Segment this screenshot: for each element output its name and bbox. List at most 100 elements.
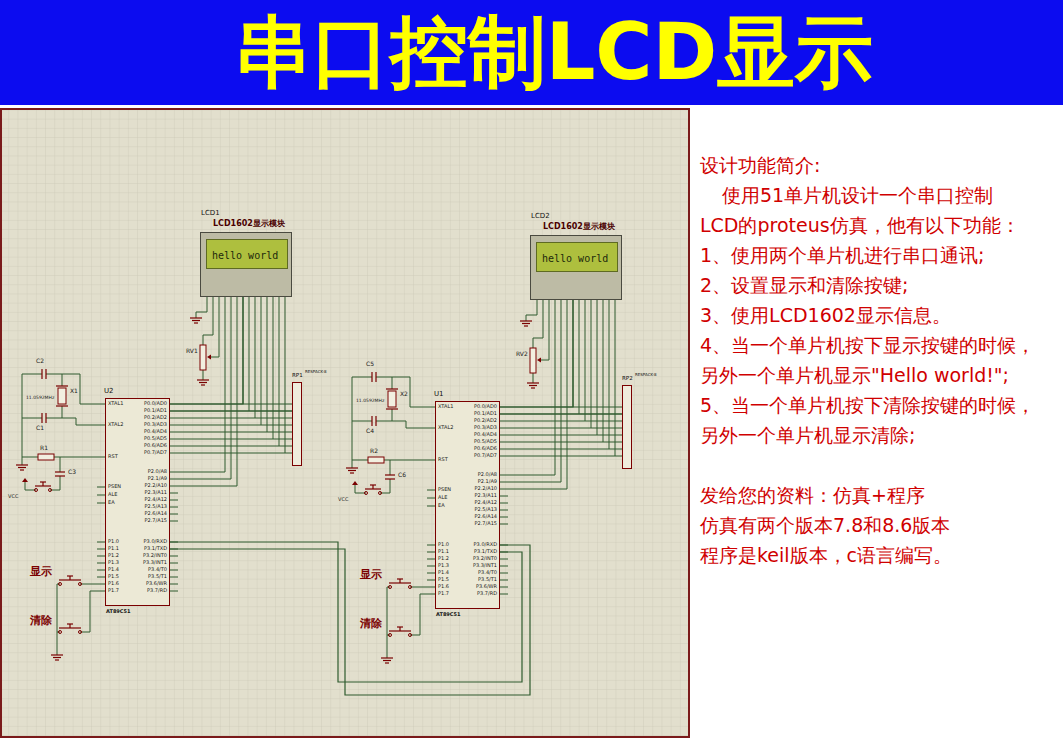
pin-name: P2.7/A15 [145, 518, 167, 524]
button-contact [389, 634, 392, 637]
wire [261, 303, 262, 425]
part-name: U2 [104, 387, 114, 395]
wire [392, 409, 393, 421]
wire [97, 570, 105, 571]
power-arrow [22, 478, 28, 482]
part-name: U1 [434, 390, 444, 398]
wire [387, 587, 390, 658]
capacitor-symbol [55, 471, 65, 472]
crystal-frequency: 11.0592MHz [26, 395, 54, 400]
wire [170, 410, 292, 411]
resistor-symbol [38, 454, 54, 460]
wire [500, 566, 508, 567]
capacitor-symbol [45, 369, 46, 379]
potentiometer-symbol [530, 348, 536, 373]
pin-name: P0.1/AD1 [144, 408, 167, 414]
wire [22, 374, 42, 465]
description-line: 5、当一个单片机按下清除按键的时候， [700, 395, 1035, 417]
pin-name: P2.0/A8 [148, 469, 167, 475]
wire [500, 300, 573, 407]
button-symbol [67, 623, 73, 624]
pin-name: P2.5/A13 [475, 507, 497, 513]
pin-name: P0.5/AD5 [144, 436, 167, 442]
description-line: 3、使用LCD1602显示信息。 [700, 305, 951, 327]
wire [97, 487, 105, 488]
wire [355, 485, 366, 493]
wire [500, 580, 508, 581]
wire [231, 297, 232, 303]
wire [427, 460, 435, 461]
ground-symbol [199, 382, 207, 383]
resistor-pack: RP1RESPACK-8 [292, 382, 302, 466]
wire [555, 300, 556, 306]
pin-name: P0.4/AD4 [144, 429, 167, 435]
wire [427, 587, 435, 588]
wire [80, 584, 97, 585]
pin-name: P3.2/INT0 [473, 556, 497, 562]
wire [178, 418, 292, 419]
pin-name: P1.0 [108, 539, 119, 545]
wire [427, 498, 435, 499]
button-contact [365, 492, 368, 495]
pin-name: P2.7/A15 [475, 521, 497, 527]
wire [97, 584, 105, 585]
wire [533, 373, 534, 383]
description-line: 仿真有两个版本7.8和8.6版本 [700, 515, 950, 537]
capacitor-symbol [41, 413, 42, 423]
wire [597, 300, 598, 306]
wire [427, 545, 435, 546]
wire [352, 377, 372, 468]
pin-name: P0.2/AD2 [474, 418, 497, 424]
pin-name: P3.6/WR [146, 581, 167, 587]
button-label: 清除 [360, 618, 382, 631]
wire [249, 303, 250, 411]
pin-name: P1.3 [438, 563, 449, 569]
pin-name: P1.2 [108, 553, 119, 559]
pin-name: P3.7/RD [147, 588, 167, 594]
pin-name: P3.4/T0 [478, 570, 497, 576]
lcd-module: LCD1LCD1602显示模块hello world [200, 232, 292, 297]
pin-name: XTAL2 [438, 425, 453, 431]
ground-symbol [197, 379, 209, 380]
ground-symbol [194, 322, 198, 323]
description-line: 另外一个单片机显示"Hello world!"; [700, 365, 1009, 387]
pin-name: P2.3/A11 [145, 490, 167, 496]
wire [97, 457, 105, 458]
button-contact [35, 489, 38, 492]
pin-name: P0.0/AD0 [144, 401, 167, 407]
wire [500, 421, 508, 422]
pin-name: P3.6/WR [476, 584, 497, 590]
description-line: 2、设置显示和清除按键; [700, 275, 909, 297]
pin-name: ALE [438, 495, 447, 501]
wire [97, 556, 105, 557]
capacitor-label: C6 [398, 472, 406, 479]
pin-name: P1.1 [108, 546, 119, 552]
wire [97, 563, 105, 564]
module-title: LCD1602显示模块 [543, 222, 615, 231]
wire [170, 479, 178, 480]
wire [508, 435, 622, 436]
title: 串口控制LCD显示 [0, 0, 1063, 105]
pin-name: P3.7/RD [477, 591, 497, 597]
resistor-symbol [368, 457, 384, 463]
power-label: VCC [338, 497, 348, 503]
wire [97, 577, 105, 578]
button-contact [389, 586, 392, 589]
button-symbol [397, 578, 403, 579]
ground-symbol [201, 384, 205, 385]
capacitor-symbol [385, 474, 395, 475]
wire [170, 500, 178, 501]
ground-symbol [55, 659, 59, 660]
wire [170, 418, 178, 419]
ground-symbol [520, 320, 532, 321]
wire [500, 413, 622, 414]
wire [178, 439, 292, 440]
ground-symbol [524, 325, 528, 326]
wire [170, 591, 178, 592]
capacitor-label: C1 [36, 425, 44, 432]
wire [170, 446, 178, 447]
wire [500, 428, 508, 429]
capacitor-symbol [41, 369, 42, 379]
description-line: 程序是keil版本，c语言编写。 [700, 545, 952, 567]
